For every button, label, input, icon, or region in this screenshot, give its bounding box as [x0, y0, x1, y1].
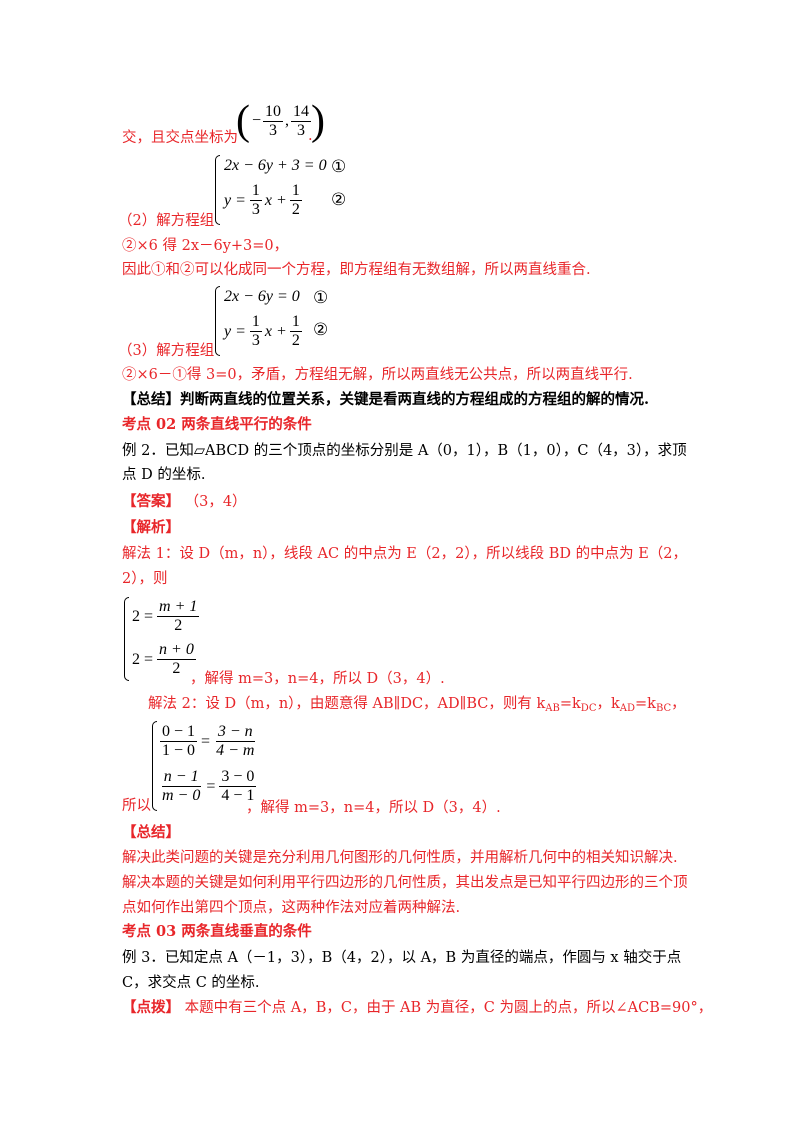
heading-point-03: 考点 03 两条直线垂直的条件: [122, 923, 312, 940]
method2-prefix: 所以: [122, 798, 151, 814]
method1-result: ，解得 m=3，n=4，所以 D（3，4）.: [190, 671, 445, 687]
method2-brace: [152, 721, 157, 811]
method1-line2: 2），则: [122, 571, 168, 587]
method1-brace: [124, 597, 129, 681]
answer-label: 【答案】: [122, 493, 180, 510]
system2-eq1-mark: ①: [313, 288, 329, 307]
hint-row: 【点拨】 本题中有三个点 A，B，C，由于 AB 为直径，C 为圆上的点，所以∠…: [122, 998, 712, 1018]
comma: ,: [285, 112, 290, 129]
left-paren: (: [236, 98, 250, 144]
solution2-line2: 因此①和②可以化成同一个方程，即方程组有无数组解，所以两直线重合.: [122, 262, 591, 278]
analysis-label: 【解析】: [122, 519, 180, 536]
method2-result: ，解得 m=3，n=4，所以 D（3，4）.: [246, 800, 501, 816]
summary2-line3: 点如何作出第四个顶点，这两种作法对应着两种解法.: [122, 900, 461, 916]
intersection-prefix: 交，且交点坐标为: [122, 130, 238, 146]
solution3-line1: ②×6－①得 3=0，矛盾，方程组无解，所以两直线无公共点，所以两直线平行.: [122, 367, 633, 383]
system1-brace: [215, 155, 220, 225]
summary2-label: 【总结】: [122, 824, 180, 841]
method1-line1: 解法 1：设 D（m，n），线段 AC 的中点为 E（2，2），所以线段 BD …: [122, 546, 688, 562]
right-paren: ): [311, 98, 326, 144]
example2-line2: 点 D 的坐标.: [122, 467, 206, 483]
summary1: 【总结】判断两直线的位置关系，关键是看两直线的方程组成的方程组的解的情况.: [122, 391, 650, 408]
intersection-coordinate: ( − 10 3 , 14 3 ): [236, 97, 325, 145]
summary2-line1: 解决此类问题的关键是充分利用几何图形的几何性质，并用解析几何中的相关知识解决.: [122, 850, 678, 866]
system2-eq2-mark: ②: [313, 320, 329, 339]
system1-eq2-mark: ②: [331, 190, 347, 209]
coord-x-fraction: 10 3: [263, 102, 284, 139]
intersection-text: 交，且交点坐标为: [122, 128, 238, 148]
summary2-line2: 解决本题的关键是如何利用平行四边形的几何性质，其出发点是已知平行四边形的三个顶: [122, 875, 688, 891]
hint-text: 本题中有三个点 A，B，C，由于 AB 为直径，C 为圆上的点，所以∠ACB=9…: [184, 1000, 713, 1016]
answer-value: （3，4）: [184, 494, 247, 510]
solution2-line1: ②×6 得 2x－6y+3=0，: [122, 238, 289, 254]
system1-label: （2）解方程组: [118, 213, 215, 229]
intersection-suffix: .: [308, 128, 313, 144]
system1-eq1-mark: ①: [331, 157, 347, 176]
system2-label: （3）解方程组: [118, 343, 215, 359]
example3-line2: C，求交点 C 的坐标.: [122, 975, 260, 991]
system2-brace: [215, 286, 220, 356]
example2-line1: 例 2．已知▱ABCD 的三个顶点的坐标分别是 A（0，1），B（1，0），C（…: [122, 443, 687, 459]
neg-sign: −: [252, 112, 262, 129]
example3-line1: 例 3．已知定点 A（－1，3），B（4，2），以 A，B 为直径的端点，作圆与…: [122, 950, 682, 966]
system2-eq1: 2x − 6y = 0: [224, 288, 300, 305]
hint-label: 【点拨】: [122, 999, 180, 1016]
system1-eq1: 2x − 6y + 3 = 0: [224, 157, 327, 174]
coord-y-fraction: 14 3: [291, 102, 312, 139]
heading-point-02: 考点 02 两条直线平行的条件: [122, 416, 312, 433]
method2-line1: 解法 2：设 D（m，n），由题意得 AB∥DC，AD∥BC，则有 kAB=kD…: [148, 696, 686, 714]
answer-row: 【答案】 （3，4）: [122, 492, 247, 512]
